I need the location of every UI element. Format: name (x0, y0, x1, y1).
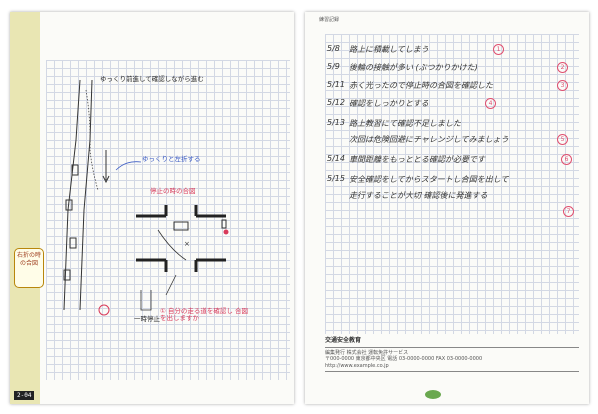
right-page: 練習記録 5/8 路上に積載してしまう 1 5/9 後輪の接触が多い (ぶつかり… (305, 12, 589, 404)
sidebar-note: 右折の時の合図 (14, 248, 44, 288)
log-entry: 7 (325, 204, 579, 218)
entry-mark: 6 (561, 154, 572, 165)
entry-text: 車間距離をもっととる確認が必要です (349, 155, 485, 164)
red-note: 停止の時の合図 (150, 187, 196, 195)
entry-text: 後輪の接触が多い (ぶつかりかけた) (349, 63, 478, 72)
entry-mark: 3 (557, 80, 568, 91)
entry-mark: 7 (563, 206, 574, 217)
entry-mark: 1 (493, 44, 504, 55)
svg-text:×: × (184, 240, 190, 248)
log-entry: 5/12 確認をしっかりとする 4 (325, 96, 579, 110)
entry-date: 5/14 (327, 154, 345, 163)
road-sketch: × (63, 79, 229, 316)
entry-mark: 2 (557, 62, 568, 73)
blue-note: ゆっくりと左折する (142, 155, 201, 163)
entry-mark: 4 (485, 98, 496, 109)
log-entry: 5/15 安全確認をしてからスタートし合図を出して (325, 172, 579, 186)
top-note: ゆっくり前進して確認しながら進む (100, 75, 204, 83)
entry-date: 5/15 (327, 174, 345, 183)
log-entry: 5/9 後輪の接触が多い (ぶつかりかけた) 2 (325, 60, 579, 74)
entry-date: 5/8 (327, 44, 340, 53)
entry-text: 路上教習にて確認不足しました (349, 119, 461, 128)
entry-text: 安全確認をしてからスタートし合図を出して (349, 175, 509, 184)
log-entry: 次回は危険回避にチャレンジしてみましょう 5 (325, 132, 579, 146)
log-entry: 5/14 車間距離をもっととる確認が必要です 6 (325, 152, 579, 166)
entry-text: 確認をしっかりとする (349, 99, 429, 108)
log-entry: 5/8 路上に積載してしまう 1 (325, 42, 579, 56)
entry-date: 5/11 (327, 80, 345, 89)
entry-mark: 5 (557, 134, 568, 145)
entry-text: 路上に積載してしまう (349, 45, 429, 54)
log-entry: 5/11 赤く光ったので停止時の合図を確認した 3 (325, 78, 579, 92)
colophon-line: 編集発行 株式会社 運転免許サービス (325, 349, 409, 356)
entry-text: 次回は危険回避にチャレンジしてみましょう (349, 135, 509, 144)
grid-paper (325, 34, 579, 334)
entry-text: 赤く光ったので停止時の合図を確認した (349, 81, 493, 90)
page-header: 練習記録 (319, 17, 340, 23)
colophon-line: http://www.example.co.jp (325, 362, 389, 369)
entry-date: 5/13 (327, 118, 345, 127)
entry-date: 5/9 (327, 62, 340, 71)
sidebar-strip (10, 12, 40, 404)
grid-paper (46, 60, 290, 380)
bottom-red-note: ① 自分の走る道を確認し 合図を出しますか (160, 307, 248, 322)
log-entry: 走行することが大切 確認後に発進する (325, 188, 579, 202)
colophon: 交通安全教育 編集発行 株式会社 運転免許サービス 〒000-0000 東京都中… (325, 337, 579, 374)
entry-text: 走行することが大切 確認後に発進する (349, 191, 488, 200)
colophon-title: 交通安全教育 (325, 337, 362, 344)
colophon-line: 〒000-0000 東京都中央区 電話 03-0000-0000 FAX 03-… (325, 356, 483, 362)
entry-date: 5/12 (327, 98, 345, 107)
publisher-logo (425, 390, 441, 399)
stop-label: 一時停止 (134, 315, 160, 323)
left-page: × ゆっくり前進して確認しながら進む ゆっくりと左折する 停止の時の合図 ① 自… (10, 12, 294, 404)
log-entry: 5/13 路上教習にて確認不足しました (325, 116, 579, 130)
page-number: 2-04 (14, 391, 35, 400)
